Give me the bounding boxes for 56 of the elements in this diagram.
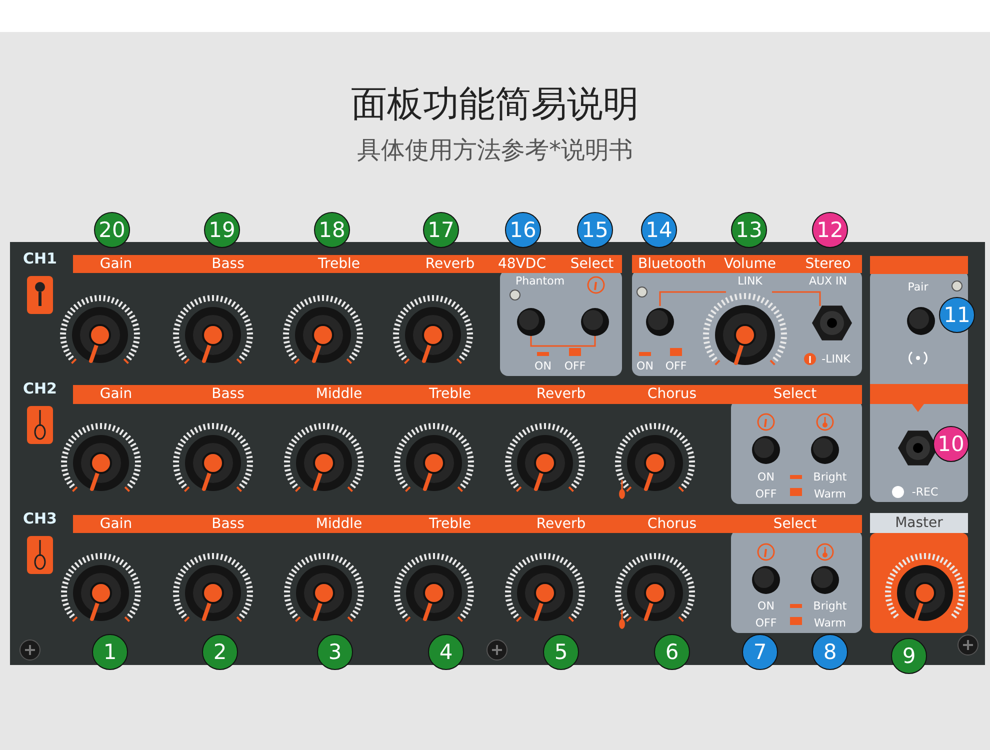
switch-label: LINK — [738, 276, 762, 286]
control-label: Reverb — [425, 257, 475, 271]
control-label: Select — [570, 257, 614, 271]
callout-number: 18 — [314, 212, 350, 248]
switch-label: ON — [758, 600, 774, 612]
control-label: Bass — [212, 257, 244, 271]
callout-number: 14 — [641, 212, 677, 248]
switch-label: ON — [636, 360, 654, 372]
control-label: Select — [773, 517, 817, 531]
switch-label: OFF — [564, 360, 586, 372]
switch-label: OFF — [665, 360, 687, 372]
control-label: Middle — [316, 517, 362, 531]
channel-label: CH3 — [23, 512, 57, 526]
switch-label: -LINK — [822, 354, 850, 364]
channel-label: CH1 — [23, 252, 57, 266]
channel-label: CH2 — [23, 382, 57, 396]
control-label: Treble — [429, 517, 471, 531]
control-label: 48VDC — [498, 257, 546, 271]
callout-number: 13 — [731, 212, 767, 248]
switch-label: Pair — [908, 282, 928, 292]
control-label: Gain — [100, 387, 132, 401]
control-label: Bluetooth — [638, 257, 706, 271]
callout-number: 15 — [577, 212, 613, 248]
callout-number: 20 — [94, 212, 130, 248]
control-label: Middle — [316, 387, 362, 401]
control-label: Treble — [429, 387, 471, 401]
title: 面板功能简易说明 — [351, 87, 639, 123]
switch-label: OFF — [755, 488, 777, 500]
control-label: Select — [773, 387, 817, 401]
control-label: Gain — [100, 257, 132, 271]
control-label: Chorus — [647, 387, 697, 401]
switch-label: OFF — [755, 618, 777, 628]
control-label: Treble — [318, 257, 360, 271]
control-label: Stereo — [805, 257, 851, 271]
switch-label: ON — [758, 472, 774, 482]
control-label: Bass — [212, 387, 244, 401]
control-label: Chorus — [647, 517, 697, 531]
control-label: Volume — [724, 257, 776, 271]
callout-number: 19 — [204, 212, 240, 248]
switch-label: AUX IN — [808, 276, 848, 286]
control-label: Reverb — [536, 387, 586, 401]
switch-label: ON — [534, 360, 552, 372]
control-label: Gain — [100, 517, 132, 531]
switch-label: Bright — [813, 472, 847, 482]
control-label: Master — [895, 516, 943, 530]
callout-number: 12 — [812, 212, 848, 248]
switch-label: Warm — [814, 618, 846, 628]
subtitle: 具体使用方法参考*说明书 — [357, 138, 633, 162]
control-label: Reverb — [536, 517, 586, 531]
switch-label: Phantom — [515, 276, 565, 286]
switch-label: Warm — [814, 488, 846, 500]
callout-number: 16 — [505, 212, 541, 248]
switch-label: -REC — [912, 486, 938, 498]
control-label: Bass — [212, 517, 244, 531]
switch-label: Bright — [813, 600, 847, 612]
callout-number: 17 — [423, 212, 459, 248]
